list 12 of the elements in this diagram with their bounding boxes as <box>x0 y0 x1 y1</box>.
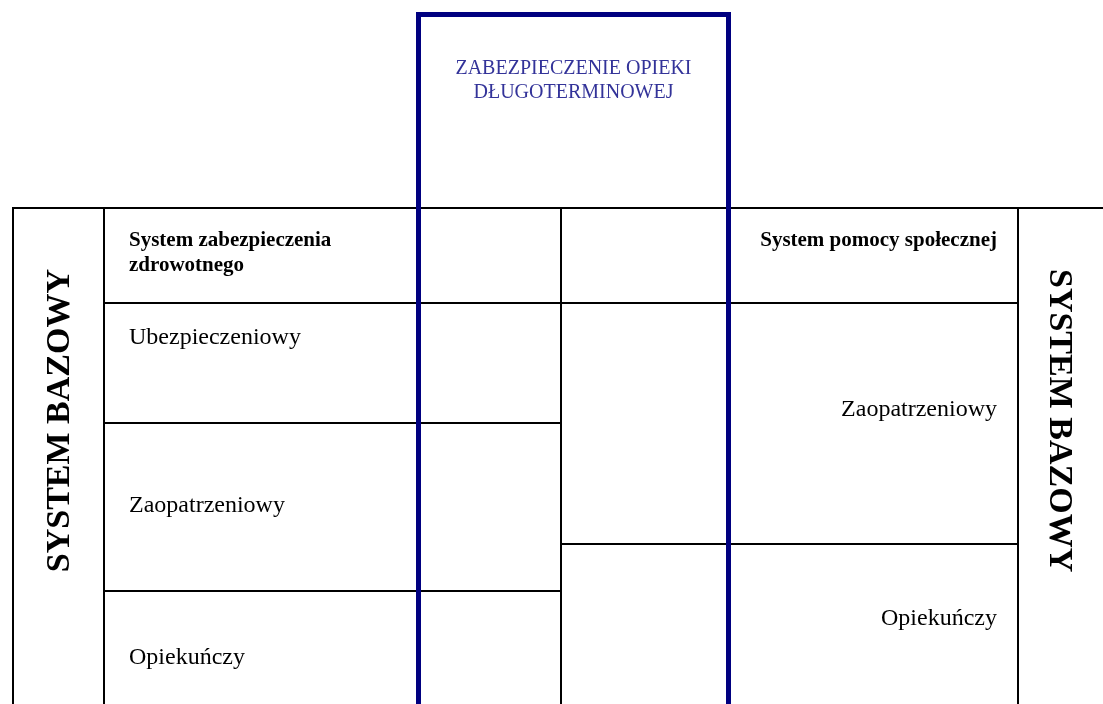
cell-text: Opiekuńczy <box>881 603 997 632</box>
column-heading: System zabezpieczenia zdrowotnego <box>129 227 333 278</box>
cell-text: Zaopatrzeniowy <box>129 489 285 519</box>
side-band <box>12 207 105 704</box>
side-heading: SYSTEM BAZOWY <box>38 269 78 573</box>
frame-title: ZABEZPIECZENIE OPIEKI DŁUGOTERMINOWEJ <box>454 55 693 103</box>
side-heading: SYSTEM BAZOWY <box>1042 269 1082 573</box>
cell-text: Ubezpieczeniowy <box>129 322 301 351</box>
cell-text: Opiekuńczy <box>129 641 245 671</box>
highlight-frame <box>416 12 731 704</box>
column-heading: System pomocy społecznej <box>760 227 997 253</box>
cell-text: Zaopatrzeniowy <box>841 394 997 423</box>
